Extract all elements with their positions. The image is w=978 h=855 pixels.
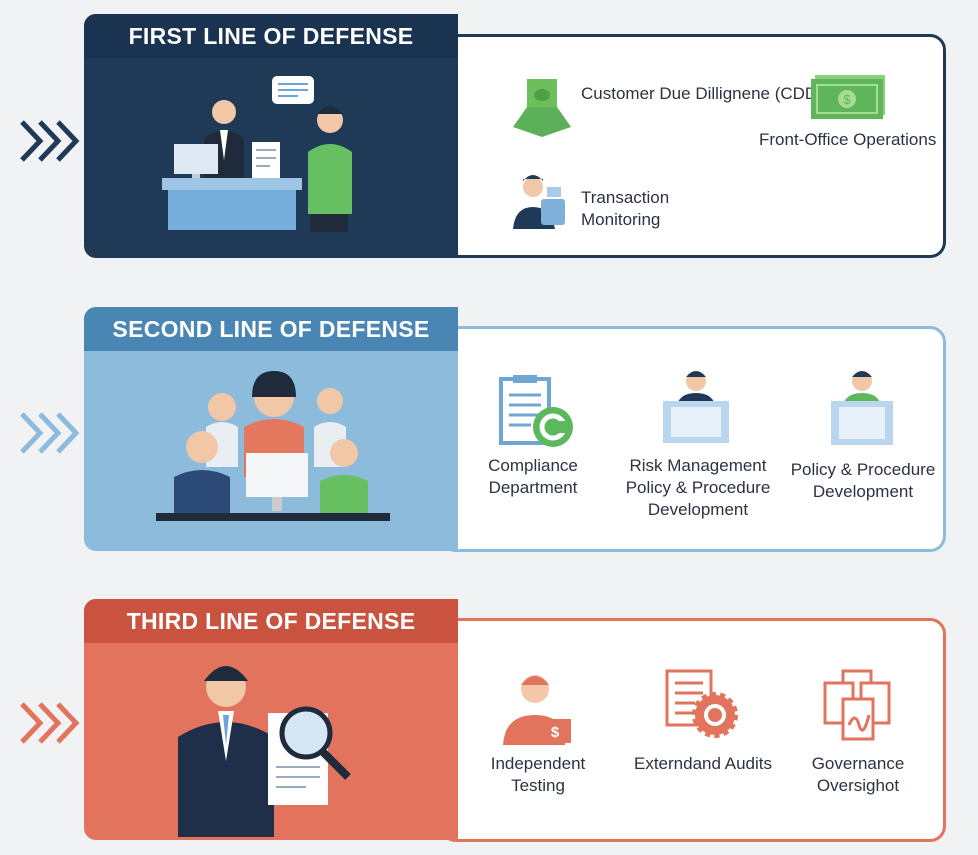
documents-signature-icon: [823, 669, 891, 741]
front-office-illustration: [162, 76, 352, 232]
person-dollar-icon: $: [503, 675, 571, 745]
first-line-title: FIRST LINE OF DEFENSE: [84, 14, 458, 58]
item-cdd: Customer Due Dillignene (CDD): [581, 84, 823, 103]
item-compliance: Compliance Department: [488, 456, 578, 497]
item-front-office: Front-Office Operations: [759, 130, 937, 149]
third-line-card: THIRD LINE OF DEFENSE: [84, 599, 458, 840]
svg-text:$: $: [843, 92, 851, 107]
chevrons-icon: [20, 702, 80, 744]
second-line-card: SECOND LINE OF DEFENSE: [84, 307, 458, 551]
third-line-title: THIRD LINE OF DEFENSE: [84, 599, 458, 643]
first-line-card: FIRST LINE OF DEFENSE: [84, 14, 458, 258]
third-line-panel: $ Independent Testing Externdand Audits …: [440, 618, 946, 842]
person-laptop-icon: [663, 371, 729, 443]
second-line-panel: Compliance Department Risk Management Po…: [440, 326, 946, 552]
second-line-title: SECOND LINE OF DEFENSE: [84, 307, 458, 351]
person-laptop-icon: [831, 371, 893, 445]
item-transaction-monitoring: Transaction Monitoring: [581, 188, 670, 229]
compliance-team-illustration: [156, 371, 390, 521]
first-line-panel: Customer Due Dillignene (CDD) $ Front-Of…: [440, 34, 946, 258]
document-gear-icon: [665, 669, 738, 738]
item-risk-management: Risk Management Policy & Procedure Devel…: [625, 456, 771, 519]
person-monitoring-icon: [513, 175, 565, 229]
item-governance-oversight: Governance Oversighot: [811, 754, 905, 795]
clipboard-compliance-icon: [499, 375, 573, 447]
item-independent-testing: Independent Testing: [490, 754, 586, 795]
banknote-icon: $: [811, 75, 885, 119]
chevrons-icon: [20, 120, 80, 162]
item-policy-procedure: Policy & Procedure Development: [790, 460, 936, 501]
chevrons-icon: [20, 412, 80, 454]
auditor-illustration: [178, 666, 351, 837]
svg-text:$: $: [551, 724, 560, 741]
item-external-audits: Externdand Audits: [634, 754, 772, 773]
money-stack-icon: [513, 79, 571, 137]
